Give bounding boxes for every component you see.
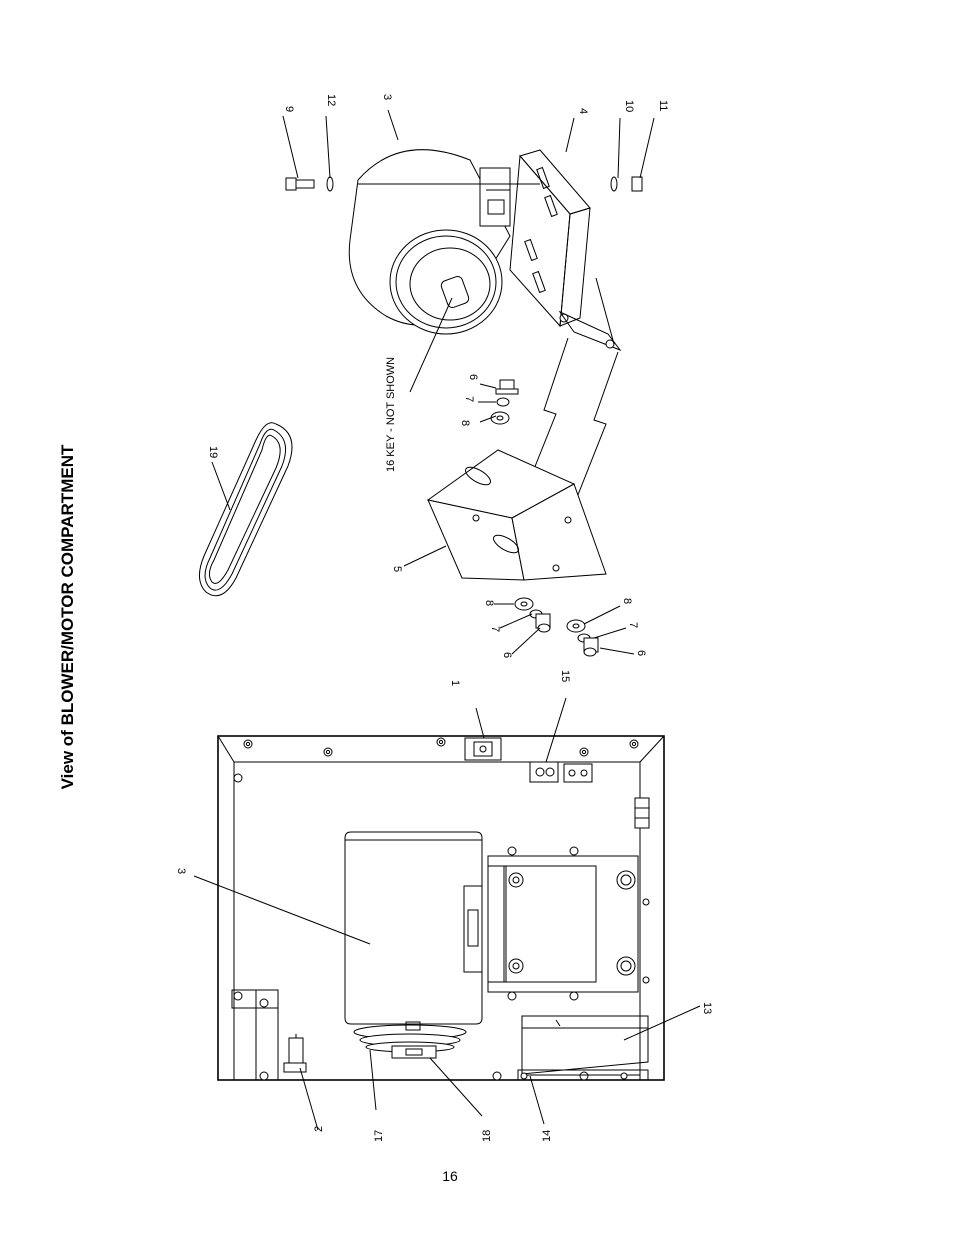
mount-plate-part-4 xyxy=(509,149,622,352)
washer-part-12 xyxy=(326,176,334,192)
callout-6-right: 6 xyxy=(635,650,647,656)
v-belt-part-19 xyxy=(199,422,293,597)
blower-wheel-part-14 xyxy=(517,1069,649,1081)
callout-13: 13 xyxy=(701,1002,713,1014)
callout-10: 10 xyxy=(623,100,635,112)
terminal-block-part-15 xyxy=(529,761,593,783)
washer-part-10 xyxy=(610,176,618,192)
hardware-set-upper xyxy=(490,379,519,425)
callout-19: 19 xyxy=(207,446,219,458)
callout-8-left: 8 xyxy=(483,600,495,606)
callout-4: 4 xyxy=(577,108,589,114)
callout-6-left: 6 xyxy=(501,652,513,658)
motor-pulley-part-17 xyxy=(353,1021,467,1053)
nut-part-11 xyxy=(631,176,643,192)
callout-6-upper: 6 xyxy=(467,374,479,380)
callout-8-upper: 8 xyxy=(459,420,471,426)
callout-7-right: 7 xyxy=(627,622,639,628)
callout-12: 12 xyxy=(325,94,337,106)
callout-14: 14 xyxy=(541,1130,553,1142)
bracket-part-18 xyxy=(391,1045,437,1059)
callout-8-right: 8 xyxy=(621,598,633,604)
callout-7-left: 7 xyxy=(489,626,501,632)
compartment-cabinet xyxy=(217,735,665,1081)
callout-18: 18 xyxy=(481,1130,493,1142)
callout-11: 11 xyxy=(657,100,669,111)
hardware-set-left xyxy=(514,597,551,633)
callout-1: 1 xyxy=(449,680,461,686)
callout-3-installed: 3 xyxy=(175,868,187,874)
callout-labels: 9 12 3 4 10 11 16 KEY - NOT SHOWN 19 6 7… xyxy=(175,94,713,1142)
hardware-set-right xyxy=(566,619,599,657)
bracket-part-5 xyxy=(426,449,607,581)
callout-5: 5 xyxy=(391,566,403,572)
screw-part-9 xyxy=(285,177,315,191)
motor-part-3-exploded xyxy=(348,149,511,335)
motor-mount-base xyxy=(487,846,650,1001)
callout-9: 9 xyxy=(283,106,295,112)
rail-screws xyxy=(233,737,639,1081)
part-2-capacitor xyxy=(283,1034,307,1073)
switch-part-1 xyxy=(464,737,502,761)
callout-17: 17 xyxy=(373,1130,385,1142)
callout-2: 2 xyxy=(313,1126,325,1132)
callout-7-upper: 7 xyxy=(463,396,475,402)
blower-housing-part-13 xyxy=(521,1015,649,1075)
page-number: 16 xyxy=(442,1168,458,1184)
motor-part-3-installed xyxy=(344,831,483,1025)
callout-15: 15 xyxy=(559,670,571,682)
key-note-16: 16 KEY - NOT SHOWN xyxy=(385,357,397,472)
leader-lines xyxy=(193,109,701,1131)
callout-3-exploded: 3 xyxy=(381,94,393,100)
